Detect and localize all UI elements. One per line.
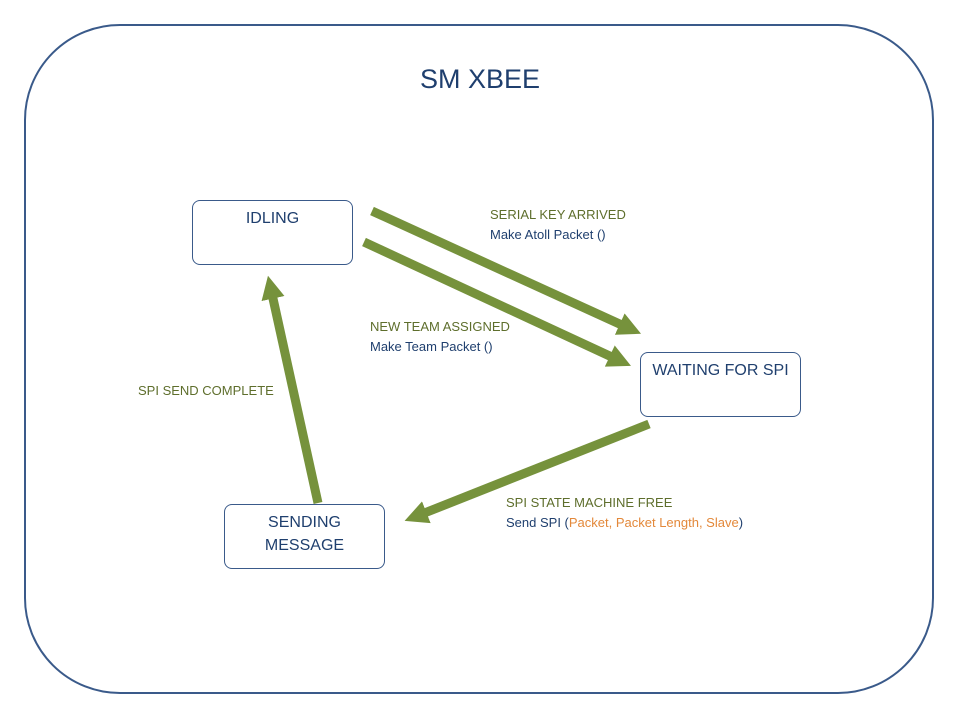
- arrow-spi-state-machine-free: [404, 419, 651, 524]
- event-new-team-assigned: NEW TEAM ASSIGNED: [370, 319, 510, 334]
- label-serial-key: SERIAL KEY ARRIVED Make Atoll Packet (): [490, 205, 626, 245]
- event-spi-send-complete: SPI SEND COMPLETE: [138, 383, 274, 398]
- state-sending-message: SENDING MESSAGE: [224, 504, 385, 569]
- label-spi-free: SPI STATE MACHINE FREE Send SPI (Packet,…: [506, 493, 743, 533]
- label-spi-send-complete: SPI SEND COMPLETE: [138, 381, 274, 401]
- diagram-frame: [24, 24, 934, 694]
- action-send-spi: Send SPI (Packet, Packet Length, Slave): [506, 513, 743, 533]
- action-make-team-packet: Make Team Packet (): [370, 339, 493, 354]
- state-sending-label-line1: SENDING: [268, 514, 341, 531]
- event-spi-state-machine-free: SPI STATE MACHINE FREE: [506, 495, 673, 510]
- state-waiting-label: WAITING FOR SPI: [652, 362, 789, 379]
- action-send-spi-prefix: Send SPI (: [506, 515, 569, 530]
- label-new-team: NEW TEAM ASSIGNED Make Team Packet (): [370, 317, 510, 357]
- arrow-spi-send-complete: [261, 275, 323, 504]
- state-sending-label-line2: MESSAGE: [264, 537, 345, 554]
- event-serial-key-arrived: SERIAL KEY ARRIVED: [490, 207, 626, 222]
- arrow-serial-key-arrived: [370, 206, 642, 335]
- state-idling-label: IDLING: [245, 210, 300, 227]
- state-waiting-for-spi: WAITING FOR SPI: [640, 352, 801, 417]
- action-make-atoll-packet: Make Atoll Packet (): [490, 227, 606, 242]
- action-send-spi-args: Packet, Packet Length, Slave: [568, 515, 739, 530]
- arrow-new-team-assigned: [362, 237, 631, 367]
- action-send-spi-suffix: ): [738, 515, 744, 530]
- state-idling: IDLING: [192, 200, 353, 265]
- diagram-title: SM XBEE: [419, 64, 541, 94]
